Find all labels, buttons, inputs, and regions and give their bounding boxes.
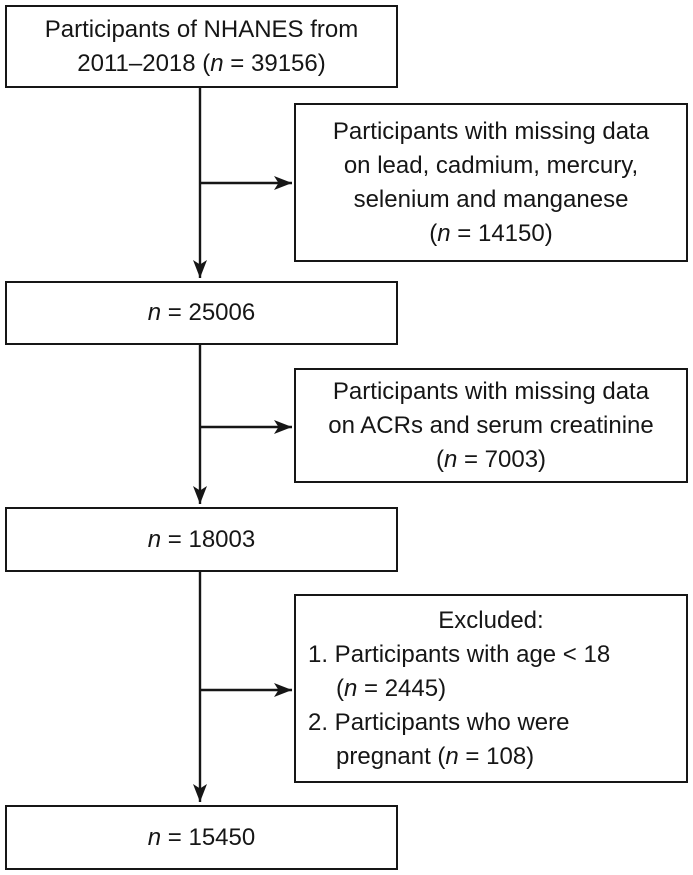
node-n-25006: n = 25006 [5,281,398,345]
text-line: n = 18003 [147,525,256,553]
text-line: 2011–2018 (n = 39156) [77,49,326,77]
node-nhanes-participants: Participants of NHANES from 2011–2018 (n … [5,5,398,88]
text-line: 1. Participants with age < 18 [308,640,611,668]
text-line: on lead, cadmium, mercury, [343,151,639,179]
node-n-18003: n = 18003 [5,507,398,572]
text-line: Participants of NHANES from [44,15,359,43]
text-line: on ACRs and serum creatinine [328,411,654,439]
node-excluded-missing-acr: Participants with missing data on ACRs an… [294,368,688,483]
text-line: selenium and manganese [353,185,629,213]
text-line: n = 15450 [147,823,256,851]
text-line: Participants with missing data [332,117,650,145]
text-line: 2. Participants who were [308,708,570,736]
text-line: (n = 7003) [435,445,547,473]
text-line: n = 25006 [147,299,256,326]
text-line: Excluded: [438,606,544,634]
node-n-15450: n = 15450 [5,805,398,870]
text-line: pregnant (n = 108) [336,742,535,770]
node-excluded-age-pregnancy: Excluded: 1. Participants with age < 18 (n… [294,594,688,783]
text-line: (n = 2445) [336,674,447,702]
text-line: (n = 14150) [429,219,553,247]
text-line: Participants with missing data [332,377,650,405]
node-excluded-missing-metals: Participants with missing data on lead, c… [294,103,688,262]
